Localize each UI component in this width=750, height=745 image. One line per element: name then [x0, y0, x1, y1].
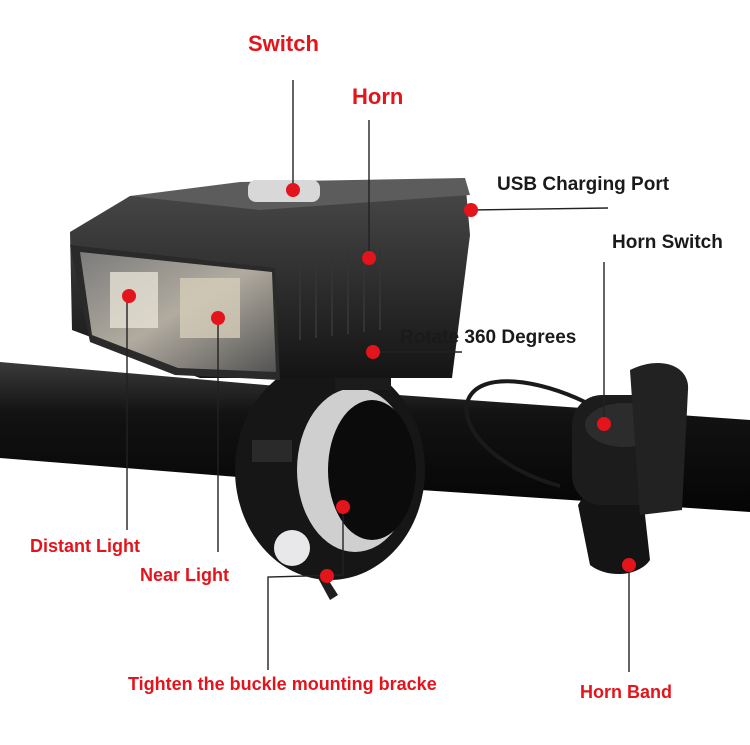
label-rotate-360-degrees: Rotate 360 Degrees — [400, 327, 577, 348]
horn-unit — [572, 362, 689, 575]
marker-switch — [286, 183, 300, 197]
label-near-light: Near Light — [140, 565, 230, 585]
marker-buckle — [320, 569, 334, 583]
label-horn: Horn — [352, 84, 404, 109]
marker-bracket — [336, 500, 350, 514]
marker-rotate — [366, 345, 380, 359]
marker-usb-port — [464, 203, 478, 217]
horn-wire — [464, 379, 586, 488]
label-tighten-buckle: Tighten the buckle mounting bracke — [128, 674, 437, 694]
label-switch: Switch — [248, 31, 319, 56]
marker-horn — [362, 251, 376, 265]
mounting-bracket — [235, 360, 425, 600]
label-horn-switch: Horn Switch — [612, 232, 723, 253]
headlight-body — [70, 178, 470, 380]
label-usb-charging-port: USB Charging Port — [497, 174, 670, 195]
marker-horn-switch — [597, 417, 611, 431]
marker-near-light — [211, 311, 225, 325]
label-distant-light: Distant Light — [30, 536, 140, 556]
marker-distant-light — [122, 289, 136, 303]
label-horn-band: Horn Band — [580, 682, 672, 702]
marker-horn-band — [622, 558, 636, 572]
leader-lines — [126, 80, 630, 672]
